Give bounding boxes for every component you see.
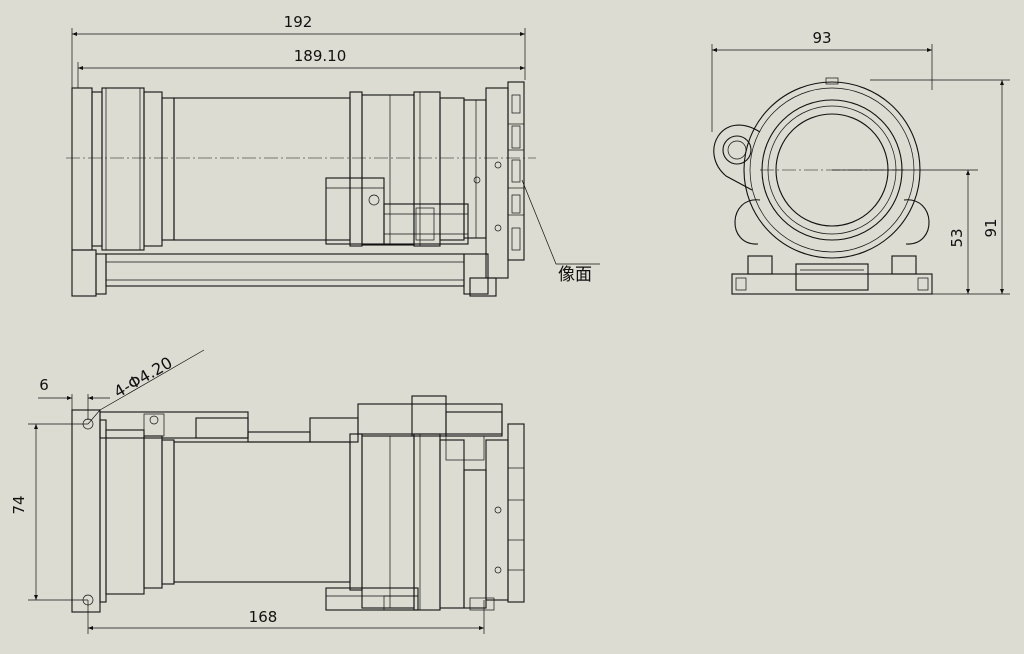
dim-total-height: 91: [982, 218, 1000, 237]
dim-hole-offset: 6: [39, 376, 49, 394]
dim-hole-spacing-horizontal: 168: [249, 608, 278, 626]
dim-center-height: 53: [948, 228, 966, 247]
image-plane-label: 像面: [558, 265, 592, 285]
dim-hole-spacing-vertical: 74: [10, 495, 28, 514]
front-view: 93 53 91: [711, 29, 1010, 295]
top-view: 74 168 6 4-Φ4.20: [10, 349, 525, 634]
hole-callout-leader: [87, 349, 205, 425]
front-view-housing: [713, 77, 933, 295]
dim-overall-length: 192: [284, 13, 313, 31]
dim-width: 93: [812, 29, 831, 47]
hole-callout: 4-Φ4.20: [111, 353, 176, 402]
top-view-housing: [71, 395, 525, 613]
side-view-housing: [71, 81, 525, 297]
dim-body-length: 189.10: [294, 47, 347, 65]
side-view: 192 189.10: [66, 13, 600, 297]
image-plane-leader: [521, 179, 600, 265]
